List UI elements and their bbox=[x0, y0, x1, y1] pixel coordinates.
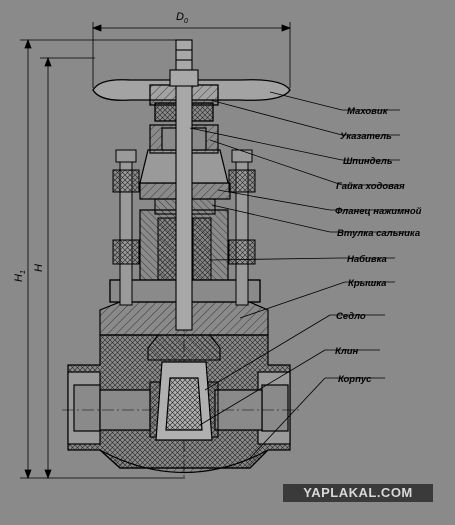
dimension-h1-label: H1 bbox=[13, 270, 27, 282]
label-body: Корпус bbox=[338, 374, 372, 385]
dimension-d0-label: D0 bbox=[176, 11, 188, 25]
label-packing: Набивка bbox=[347, 254, 387, 265]
label-wedge: Клин bbox=[335, 346, 359, 357]
dimension-h1 bbox=[20, 38, 185, 480]
label-gland-flange: Фланец нажимной bbox=[335, 206, 422, 217]
label-seat: Седло bbox=[336, 311, 366, 322]
part-labels: Маховик Указатель Шпиндель Гайка ходовая… bbox=[335, 106, 422, 385]
leader-lines bbox=[189, 91, 410, 459]
label-handwheel: Маховик bbox=[347, 106, 389, 117]
dimension-d0 bbox=[91, 22, 292, 88]
stem-nut bbox=[139, 124, 229, 184]
label-gland-bushing: Втулка сальника bbox=[337, 228, 420, 239]
watermark: YAPLAKAL.COM bbox=[283, 484, 433, 502]
bolts bbox=[112, 149, 256, 306]
stem bbox=[169, 39, 199, 331]
packing bbox=[157, 217, 212, 281]
dimension-h-label: H bbox=[33, 264, 45, 272]
label-indicator: Указатель bbox=[340, 131, 392, 142]
label-stem-nut: Гайка ходовая bbox=[336, 181, 405, 192]
dimension-h bbox=[40, 56, 95, 480]
label-bonnet: Крышка bbox=[348, 278, 386, 289]
label-stem: Шпиндель bbox=[343, 156, 393, 167]
wedge bbox=[155, 361, 213, 441]
